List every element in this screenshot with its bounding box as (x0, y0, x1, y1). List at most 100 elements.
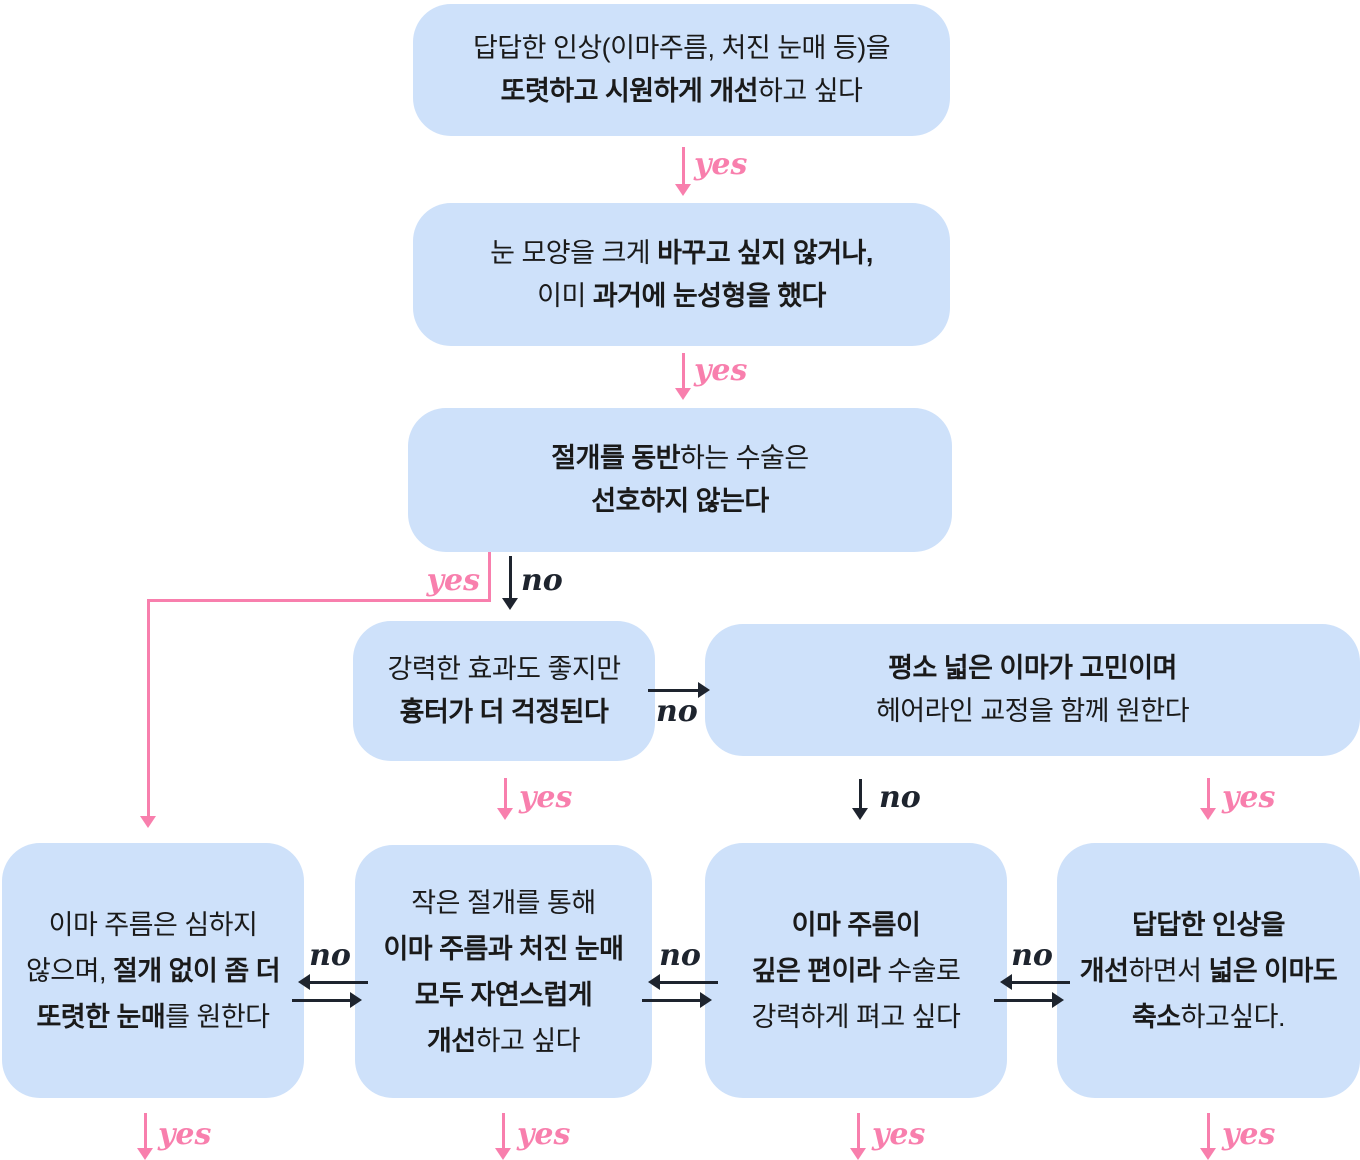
arrow-right-head (350, 992, 362, 1008)
node-line: 눈 모양을 크게 바꾸고 싶지 않거나, (490, 232, 873, 275)
label-yes: yes (1222, 780, 1276, 815)
arrow-deep-wrinkle-exit (848, 1113, 868, 1160)
node-scar-worry: 강력한 효과도 좋지만 흉터가 더 걱정된다 (353, 621, 655, 761)
text-segment: 절개를 동반 (551, 443, 680, 473)
arrow-line (659, 980, 718, 984)
text-segment: 하고싶다. (1180, 1001, 1286, 1032)
label-no: no (521, 563, 563, 598)
arrow-line (994, 998, 1053, 1002)
text-segment: 이마 주름과 처진 눈매 (383, 933, 624, 964)
node-line: 깊은 편이라 수술로 (752, 948, 961, 994)
text-segment: 개선 (426, 1025, 476, 1056)
node-deep-wrinkle: 이마 주름이 깊은 편이라 수술로 강력하게 펴고 싶다 (705, 843, 1007, 1098)
text-segment: 개선 (1079, 955, 1129, 986)
label-no: no (656, 694, 698, 729)
arrow-no-incision-wish-to-small-incision (292, 990, 362, 1010)
text-segment: 또렷하고 시원하게 개선 (500, 76, 759, 106)
arrow-down-head (140, 816, 156, 828)
node-reduce-forehead: 답답한 인상을 개선하면서 넓은 이마도 축소하고싶다. (1057, 843, 1360, 1098)
text-segment: 수술로 (880, 955, 961, 986)
arrow-deep-wrinkle-to-small-incision (648, 972, 718, 992)
arrow-small-incision-to-deep-wrinkle (642, 990, 712, 1010)
text-segment: 모두 자연스럽게 (414, 979, 593, 1010)
text-segment: 답답한 인상(이마주름, 처진 눈매 등)을 (472, 33, 891, 63)
arrow-line (681, 353, 685, 389)
arrow-small-incision-to-no-incision-wish (298, 972, 368, 992)
arrow-line (143, 1113, 147, 1149)
label-yes: yes (426, 563, 480, 598)
node-small-incision: 작은 절개를 통해 이마 주름과 처진 눈매 모두 자연스럽게 개선하고 싶다 (355, 845, 652, 1098)
arrow-eye-shape-to-incision (673, 353, 693, 400)
text-segment: 를 원한다 (165, 1001, 270, 1032)
node-line: 이마 주름과 처진 눈매 (383, 926, 624, 972)
node-line: 모두 자연스럽게 (414, 972, 593, 1018)
arrow-right-head (700, 992, 712, 1008)
arrow-left-head (298, 974, 310, 990)
node-line: 이마 주름은 심하지 (49, 902, 258, 948)
node-line: 않으며, 절개 없이 좀 더 (25, 948, 281, 994)
arrow-line (1206, 1113, 1210, 1149)
arrow-line (1011, 980, 1070, 984)
label-no: no (1011, 938, 1053, 973)
label-yes: yes (694, 147, 748, 182)
text-segment: 헤어라인 교정을 함께 원한다 (875, 696, 1190, 726)
node-line: 흉터가 더 걱정된다 (400, 691, 609, 734)
node-line: 이미 과거에 눈성형을 했다 (537, 275, 826, 318)
node-line: 강력한 효과도 좋지만 (387, 648, 621, 691)
text-segment: 하고 싶다 (758, 76, 863, 106)
text-segment: 이마 주름이 (791, 909, 921, 940)
text-segment: 이마 주름은 심하지 (48, 909, 258, 940)
node-line: 선호하지 않는다 (591, 480, 769, 523)
arrow-wide-forehead-to-deep-wrinkle (850, 779, 870, 820)
text-segment: 않으며, (25, 955, 113, 986)
text-segment: 강력한 효과도 좋지만 (387, 654, 621, 684)
arrow-elbow-segment-vertical (488, 552, 491, 602)
arrow-right-head (1052, 992, 1064, 1008)
text-segment: 깊은 편이라 (751, 955, 881, 986)
arrow-down-head (1200, 808, 1216, 820)
text-segment: 바꾸고 싶지 않거나, (657, 237, 873, 268)
arrow-down-head (495, 1148, 511, 1160)
arrow-down-head (1200, 1148, 1216, 1160)
node-line: 작은 절개를 통해 (411, 880, 596, 926)
node-line: 개선하면서 넓은 이마도 (1079, 948, 1338, 994)
arrow-down-head (852, 808, 868, 820)
label-yes: yes (517, 1117, 571, 1152)
text-segment: 하는 수술은 (680, 443, 809, 473)
node-line: 개선하고 싶다 (426, 1018, 581, 1064)
arrow-line (648, 688, 699, 692)
arrow-reduce-forehead-to-deep-wrinkle (1000, 972, 1070, 992)
text-segment: 절개 없이 좀 더 (112, 955, 281, 986)
node-no-incision-wish: 이마 주름은 심하지 않으며, 절개 없이 좀 더 또렷한 눈매를 원한다 (2, 843, 304, 1098)
text-segment: 또렷한 눈매 (36, 1001, 166, 1032)
arrow-line (146, 600, 150, 817)
node-line: 평소 넓은 이마가 고민이며 (888, 647, 1177, 690)
text-segment: 축소 (1131, 1001, 1181, 1032)
arrow-line (1206, 778, 1210, 809)
arrow-line (309, 980, 368, 984)
text-segment: 강력하게 펴고 싶다 (751, 1001, 961, 1032)
arrow-incision-to-no-incision-wish (138, 600, 158, 828)
text-segment: 선호하지 않는다 (591, 486, 769, 516)
node-line: 답답한 인상(이마주름, 처진 눈매 등)을 (472, 27, 891, 70)
arrow-line (642, 998, 701, 1002)
node-wide-forehead: 평소 넓은 이마가 고민이며 헤어라인 교정을 함께 원한다 (705, 624, 1360, 756)
arrow-line (501, 1113, 505, 1149)
node-line: 또렷하고 시원하게 개선하고 싶다 (501, 70, 863, 113)
arrow-line (292, 998, 351, 1002)
label-yes: yes (519, 780, 573, 815)
node-line: 또렷한 눈매를 원한다 (36, 994, 270, 1040)
arrow-down-head (497, 808, 513, 820)
arrow-line (508, 556, 512, 599)
arrow-elbow-segment-horizontal (147, 599, 491, 602)
arrow-line (856, 1113, 860, 1149)
node-line: 강력하게 펴고 싶다 (752, 994, 961, 1040)
arrow-wide-forehead-to-reduce-forehead (1198, 778, 1218, 820)
arrow-right-head (698, 682, 710, 698)
node-line: 이마 주름이 (792, 902, 921, 948)
label-yes: yes (694, 353, 748, 388)
node-line: 헤어라인 교정을 함께 원한다 (875, 690, 1190, 733)
arrow-scar-worry-to-small-incision (495, 778, 515, 820)
arrow-reduce-forehead-exit (1198, 1113, 1218, 1160)
